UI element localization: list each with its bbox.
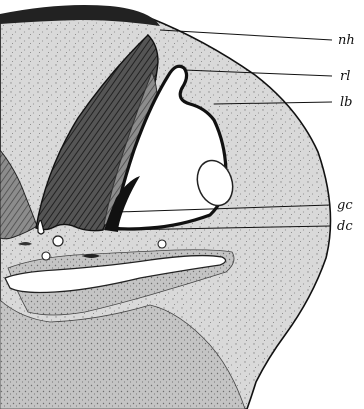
label-lb: lb <box>340 95 352 110</box>
label-rl: rl <box>340 69 350 84</box>
small-vessel-3 <box>158 240 166 248</box>
small-vessel-1 <box>53 236 63 246</box>
label-dc: dc <box>337 219 353 234</box>
small-vessel-2 <box>42 252 50 260</box>
label-gc: gc <box>337 198 353 213</box>
label-nh: nh <box>338 33 355 48</box>
